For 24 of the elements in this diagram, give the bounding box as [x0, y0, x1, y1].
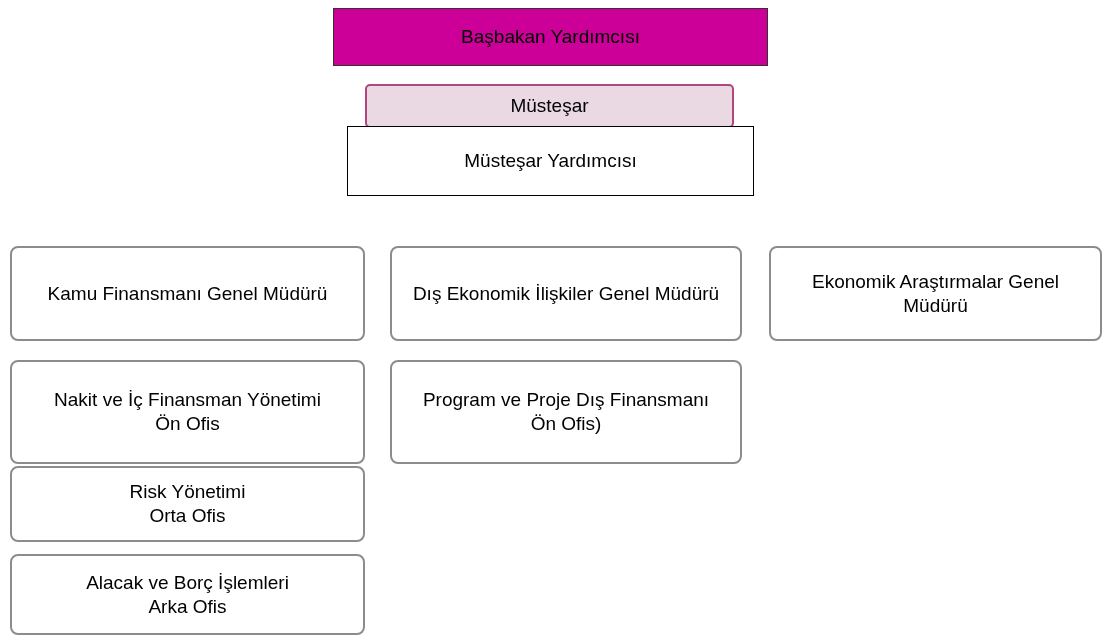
unit-box	[10, 246, 365, 341]
title-box	[333, 8, 768, 66]
office-label: Arka Ofis	[148, 594, 227, 619]
unit-name: Müsteşar Yardımcısı	[464, 149, 637, 173]
position-box	[347, 126, 754, 196]
unit-name: Program ve Proje Dış Finansmanı	[422, 388, 710, 412]
unit-box	[10, 466, 365, 542]
unit-name: Ekonomik Araştırmalar Genel Müdürü	[810, 269, 1061, 318]
unit-name: Müsteşar	[510, 94, 589, 118]
unit-name: Alacak ve Borç İşlemleri	[86, 570, 289, 595]
office-label: Ön Ofis)	[530, 412, 602, 436]
unit-name: Risk Yönetimi	[129, 480, 246, 504]
unit-name: Nakit ve İç Finansman Yönetimi	[54, 388, 321, 412]
office-label: Orta Ofis	[149, 504, 226, 528]
unit-name: Dış Ekonomik İlişkiler Genel Müdürü	[412, 281, 720, 306]
office-label: Ön Ofis	[155, 412, 220, 436]
unit-box	[10, 360, 365, 464]
unit-box	[10, 554, 365, 635]
unit-box	[390, 360, 742, 464]
unit-box	[390, 246, 742, 341]
unit-name: Kamu Finansmanı Genel Müdürü	[47, 281, 328, 306]
position-box	[365, 84, 734, 128]
unit-name: Başbakan Yardımcısı	[461, 25, 640, 49]
unit-box	[769, 246, 1102, 341]
